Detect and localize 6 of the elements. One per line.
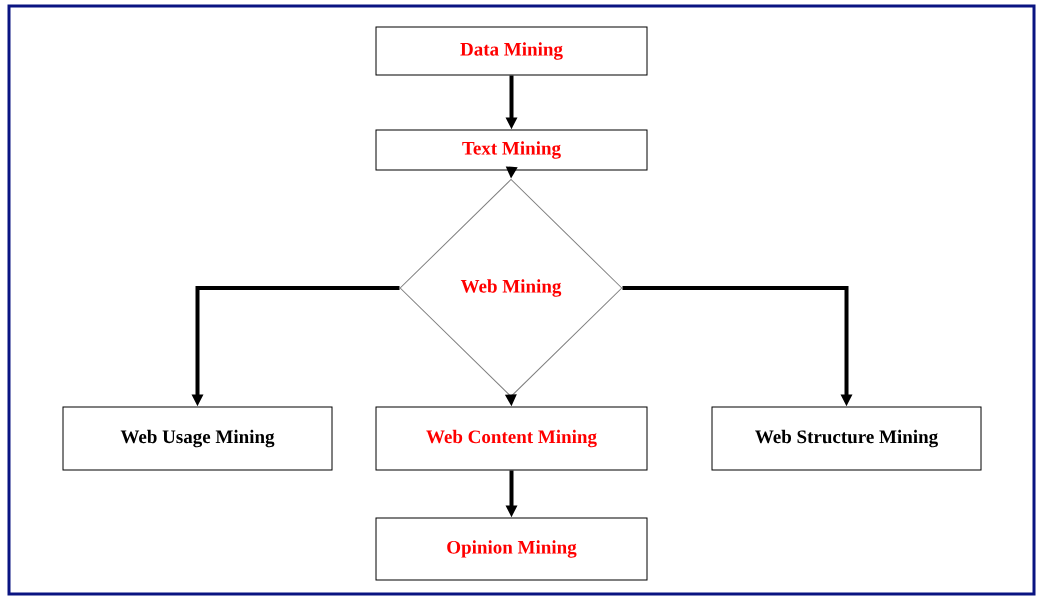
process-box: Data Mining xyxy=(375,26,648,76)
process-box: Opinion Mining xyxy=(375,517,648,581)
process-box: Text Mining xyxy=(375,129,648,171)
process-box: Web Usage Mining xyxy=(62,406,333,471)
process-box: Web Structure Mining xyxy=(711,406,982,471)
process-box: Web Content Mining xyxy=(375,406,648,471)
